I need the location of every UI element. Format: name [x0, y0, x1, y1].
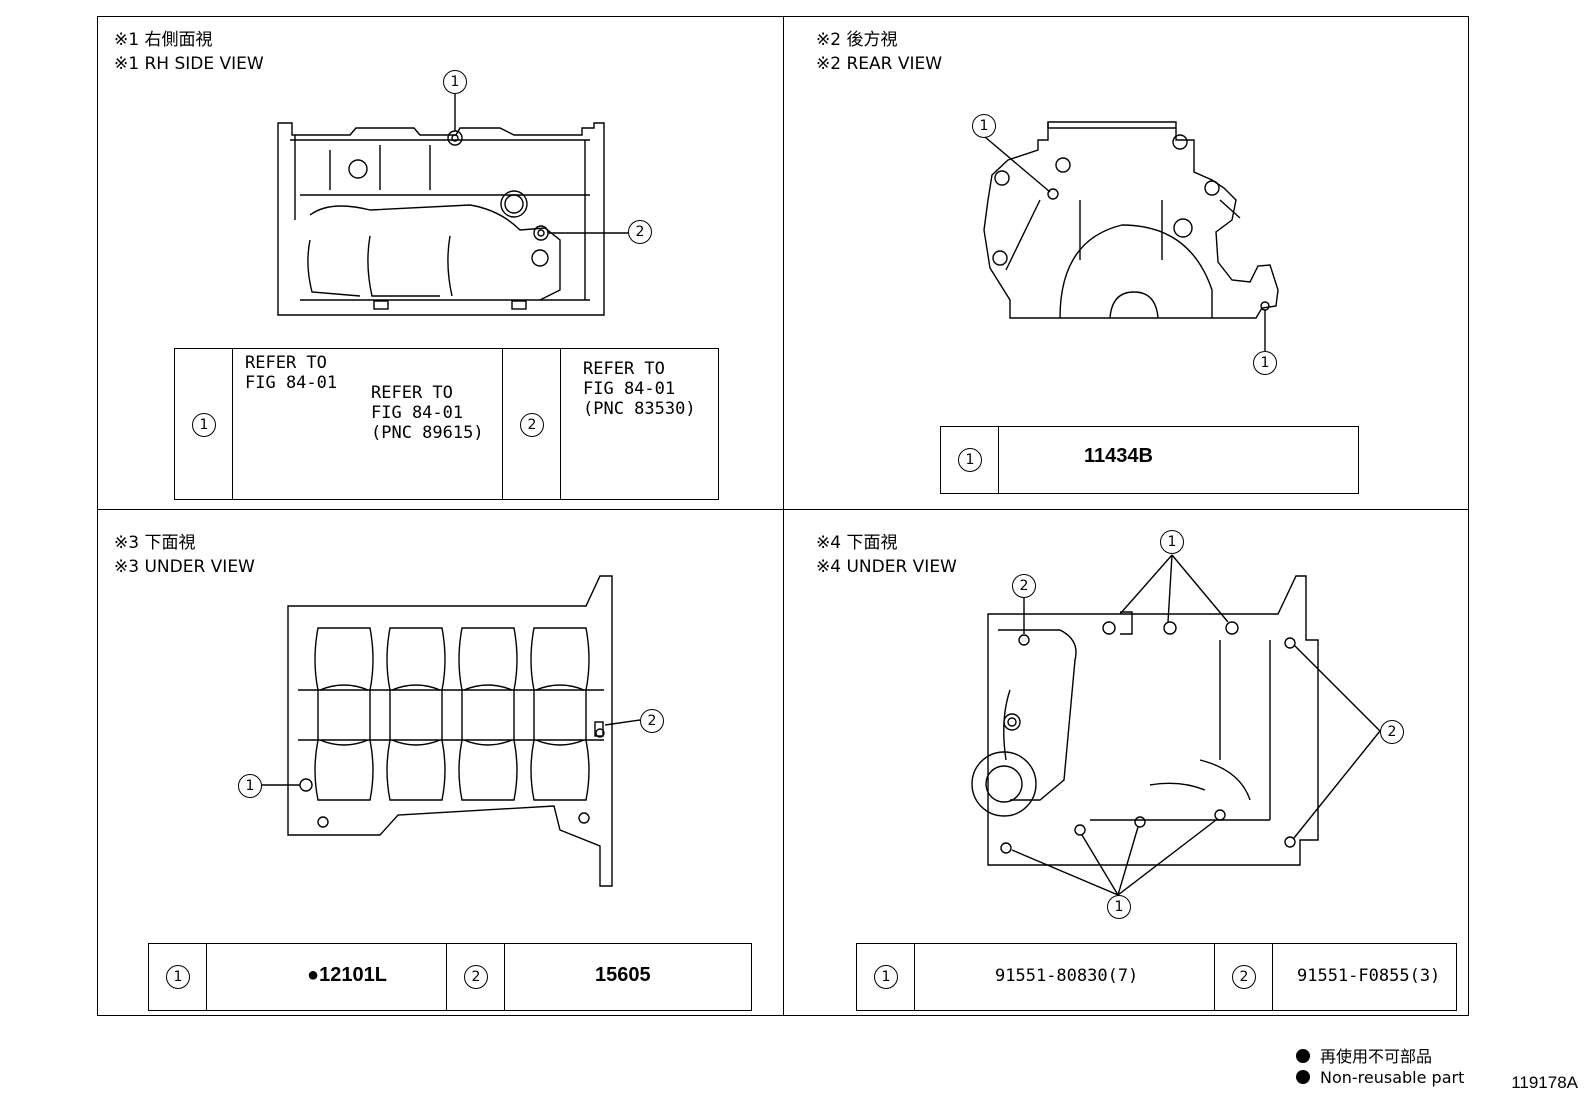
q3-callout-2: 2: [640, 709, 664, 733]
q4-title-en: ※4 UNDER VIEW: [816, 557, 957, 577]
legend-jp: 再使用不可部品: [1296, 1043, 1432, 1067]
q3-under-view-drawing: [262, 575, 641, 887]
q1-title-jp: ※1 右側面視: [114, 30, 213, 50]
q4-table-num-1: 1: [874, 965, 898, 989]
q2-callout-1b: 1: [1253, 351, 1277, 375]
q1-table-num-2: 2: [520, 413, 544, 437]
q1-refer-b: REFER TO FIG 84-01 (PNC 89615): [371, 383, 484, 443]
q4-part-number-2: 91551-F0855(3): [1297, 966, 1441, 986]
q3-table-num-1: 1: [166, 965, 190, 989]
q4-callout-2-right: 2: [1380, 720, 1404, 744]
quadrant-divider-horizontal: [97, 509, 1469, 510]
rh-side-view-drawing: [277, 94, 628, 316]
rear-view-drawing: [983, 121, 1279, 351]
legend-en: Non-reusable part: [1296, 1068, 1464, 1087]
q1-table-num-1: 1: [192, 413, 216, 437]
q1-title-en: ※1 RH SIDE VIEW: [114, 54, 264, 74]
q3-part-number-1: ●12101L: [307, 964, 387, 986]
q1-refer-c: REFER TO FIG 84-01 (PNC 83530): [583, 359, 696, 419]
q1-callout-1: 1: [443, 70, 467, 94]
q1-parts-table: 1 REFER TO FIG 84-01 REFER TO FIG 84-01 …: [174, 348, 719, 500]
q2-title-en: ※2 REAR VIEW: [816, 54, 943, 74]
q4-table-num-2: 2: [1232, 965, 1256, 989]
figure-id: 119178A: [1511, 1073, 1578, 1092]
q3-parts-table: 1 ●12101L 2 15605: [148, 943, 752, 1011]
q2-title-jp: ※2 後方視: [816, 30, 898, 50]
q4-part-number-1: 91551-80830(7): [995, 966, 1139, 986]
q3-part-number-2: 15605: [595, 964, 651, 986]
q1-refer-a: REFER TO FIG 84-01: [245, 353, 338, 393]
q3-table-num-2: 2: [464, 965, 488, 989]
q2-callout-1a: 1: [972, 114, 996, 138]
q2-part-number: 11434B: [1084, 445, 1153, 467]
q2-parts-table: 1 11434B: [940, 426, 1359, 494]
q4-callout-1-bottom: 1: [1107, 895, 1131, 919]
non-reusable-dot-icon: [1296, 1049, 1310, 1063]
q4-callout-2-left: 2: [1012, 574, 1036, 598]
quadrant-divider-vertical: [783, 16, 784, 1016]
non-reusable-dot-icon: [1296, 1070, 1310, 1084]
q4-callout-1-top: 1: [1160, 530, 1184, 554]
q3-title-en: ※3 UNDER VIEW: [114, 557, 255, 577]
q4-title-jp: ※4 下面視: [816, 533, 898, 553]
q4-parts-table: 1 91551-80830(7) 2 91551-F0855(3): [856, 943, 1457, 1011]
q4-under-view-drawing: [971, 554, 1381, 896]
q2-table-num-1: 1: [958, 448, 982, 472]
q3-title-jp: ※3 下面視: [114, 533, 196, 553]
q1-callout-2: 2: [628, 220, 652, 244]
q3-callout-1: 1: [238, 774, 262, 798]
